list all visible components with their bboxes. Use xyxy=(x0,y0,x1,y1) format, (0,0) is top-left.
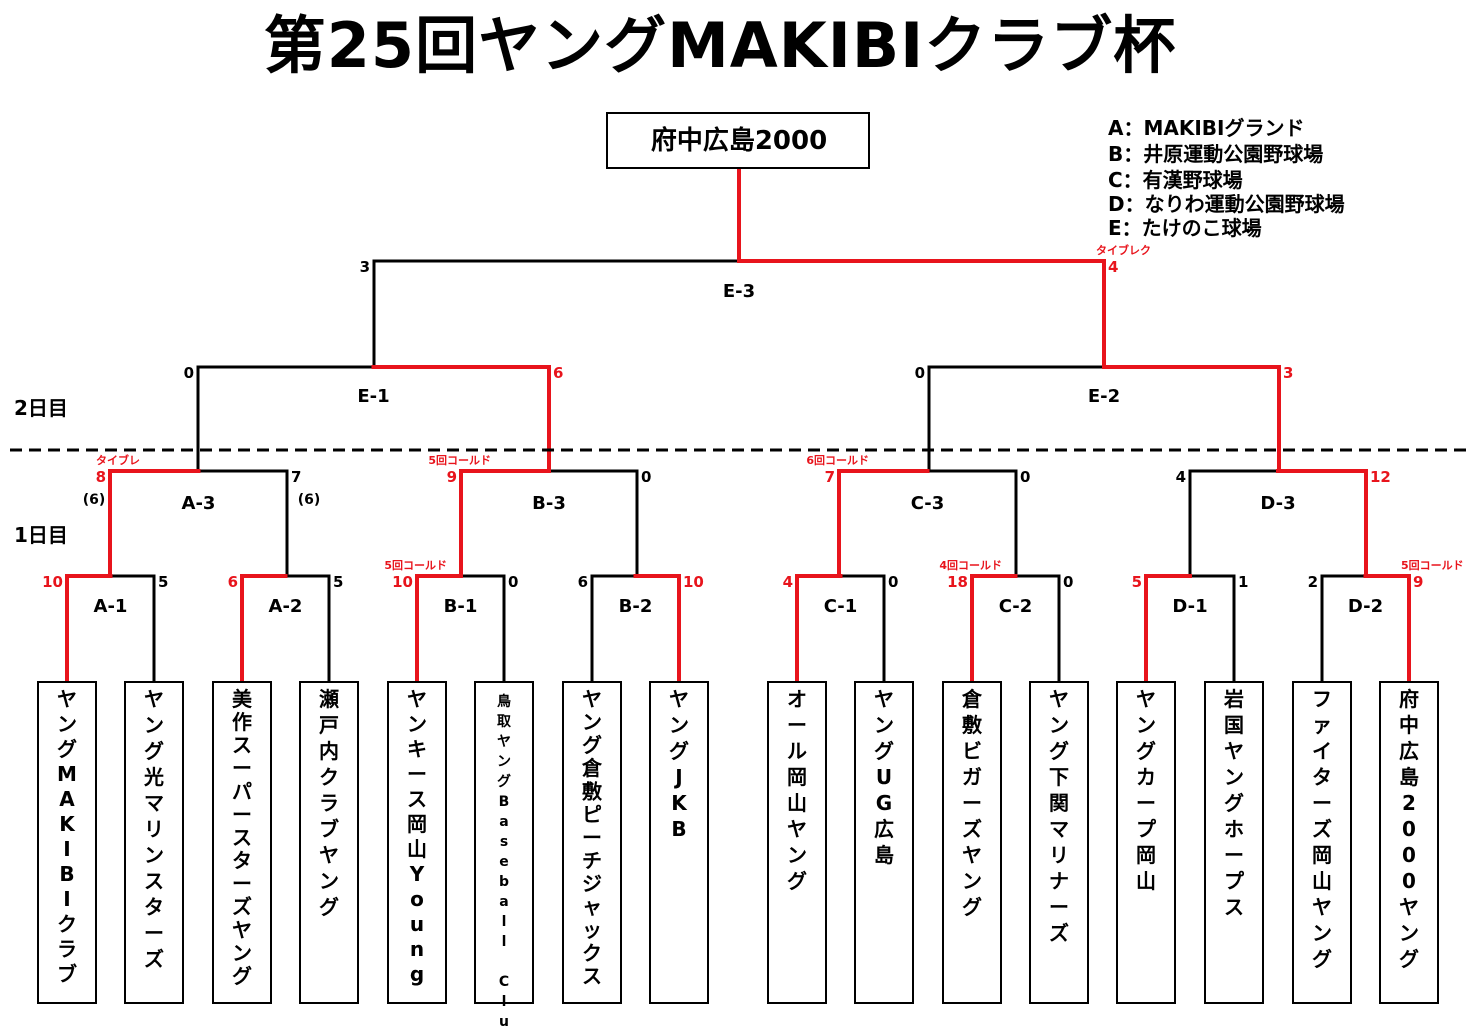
legend-item: A：MAKIBIグランド xyxy=(1108,116,1304,140)
team-box xyxy=(854,681,914,1004)
match-label: D-1 xyxy=(1172,596,1207,617)
score-left: 10 xyxy=(42,573,63,591)
team-box xyxy=(37,681,97,1004)
score-right: 4 xyxy=(1108,258,1118,276)
score-left: 18 xyxy=(947,573,968,591)
team-box xyxy=(562,681,622,1004)
match-note: 5回コールド xyxy=(1401,558,1464,572)
team-name: ヤング倉敷ピーチジャックス xyxy=(581,687,603,988)
match-label: B-3 xyxy=(532,493,566,514)
legend-item: C：有漢野球場 xyxy=(1108,168,1243,192)
score-left: 4 xyxy=(783,573,793,591)
team-name: ヤングカープ岡山 xyxy=(1136,687,1157,893)
team-box xyxy=(767,681,827,1004)
match-label: C-3 xyxy=(911,493,945,514)
match-label: E-2 xyxy=(1088,386,1120,407)
match-note: 5回コールド xyxy=(428,453,491,467)
score-right: 6 xyxy=(553,364,563,382)
team-name: 美作スーパースターズヤング xyxy=(232,687,253,988)
team-name: 倉敷ビガーズヤング xyxy=(961,687,983,919)
score-right: 10 xyxy=(683,573,704,591)
match-label: C-1 xyxy=(824,596,858,617)
team-box xyxy=(1379,681,1439,1004)
match-label: A-2 xyxy=(269,596,303,617)
team-box xyxy=(212,681,272,1004)
score-right: 1 xyxy=(1238,573,1248,591)
team-box xyxy=(1204,681,1264,1004)
team-box xyxy=(387,681,447,1004)
team-name: オール岡山ヤング xyxy=(787,687,807,893)
score-left: 9 xyxy=(447,468,457,486)
score-left: 3 xyxy=(360,258,370,276)
score-left: 4 xyxy=(1176,468,1186,486)
match-label: E-1 xyxy=(357,386,389,407)
champion-name: 府中広島2000 xyxy=(651,125,827,156)
team-box xyxy=(1116,681,1176,1004)
match-label: E-3 xyxy=(723,281,755,302)
score-sub-right: (6) xyxy=(298,492,321,508)
score-right: 0 xyxy=(1063,573,1073,591)
team-name: 岩国ヤングホープス xyxy=(1223,687,1245,919)
team-box xyxy=(124,681,184,1004)
team-name: ヤング下関マリナーズ xyxy=(1049,687,1069,945)
score-left: 6 xyxy=(578,573,588,591)
score-right: 0 xyxy=(1020,468,1030,486)
match-note: タイブレ xyxy=(96,453,140,467)
team-box xyxy=(1292,681,1352,1004)
match-note: タイブレク xyxy=(1096,243,1151,257)
score-right: 0 xyxy=(888,573,898,591)
score-right: 0 xyxy=(641,468,651,486)
score-right: 7 xyxy=(291,468,301,486)
match-label: B-2 xyxy=(619,596,653,617)
score-left: 0 xyxy=(915,364,925,382)
legend-item: E：たけのこ球場 xyxy=(1108,216,1262,240)
score-sub-left: (6) xyxy=(83,492,106,508)
score-right: 3 xyxy=(1283,364,1293,382)
team-box xyxy=(1029,681,1089,1004)
score-left: 5 xyxy=(1132,573,1142,591)
score-right: 12 xyxy=(1370,468,1391,486)
match-label: D-3 xyxy=(1260,493,1295,514)
score-left: 8 xyxy=(96,468,106,486)
match-label: A-3 xyxy=(182,493,216,514)
score-left: 10 xyxy=(392,573,413,591)
score-left: 7 xyxy=(825,468,835,486)
team-name: ファイターズ岡山ヤング xyxy=(1312,687,1332,971)
team-box xyxy=(299,681,359,1004)
match-note: 4回コールド xyxy=(939,558,1002,572)
legend-item: B：井原運動公園野球場 xyxy=(1108,142,1323,166)
day1-label: 1日目 xyxy=(14,523,68,547)
match-label: C-2 xyxy=(999,596,1033,617)
champion-box xyxy=(606,112,870,169)
day2-label: 2日目 xyxy=(14,396,68,420)
team-name: ヤング光マリンスターズ xyxy=(143,687,164,971)
score-right: 5 xyxy=(158,573,168,591)
legend-item: D：なりわ運動公園野球場 xyxy=(1108,192,1345,216)
match-label: D-2 xyxy=(1348,596,1383,617)
match-label: B-1 xyxy=(444,596,478,617)
team-name: 瀬戸内クラブヤング xyxy=(319,687,339,919)
score-left: 6 xyxy=(228,573,238,591)
score-left: 0 xyxy=(184,364,194,382)
match-note: 6回コールド xyxy=(806,453,869,467)
team-box xyxy=(942,681,1002,1004)
match-note: 5回コールド xyxy=(384,558,447,572)
score-right: 9 xyxy=(1413,573,1423,591)
team-box xyxy=(474,681,534,1004)
team-box xyxy=(649,681,709,1004)
match-label: A-1 xyxy=(94,596,128,617)
score-right: 5 xyxy=(333,573,343,591)
score-right: 0 xyxy=(508,573,518,591)
score-left: 2 xyxy=(1308,573,1318,591)
page-title: 第25回ヤングMAKIBIクラブ杯 xyxy=(263,9,1177,82)
